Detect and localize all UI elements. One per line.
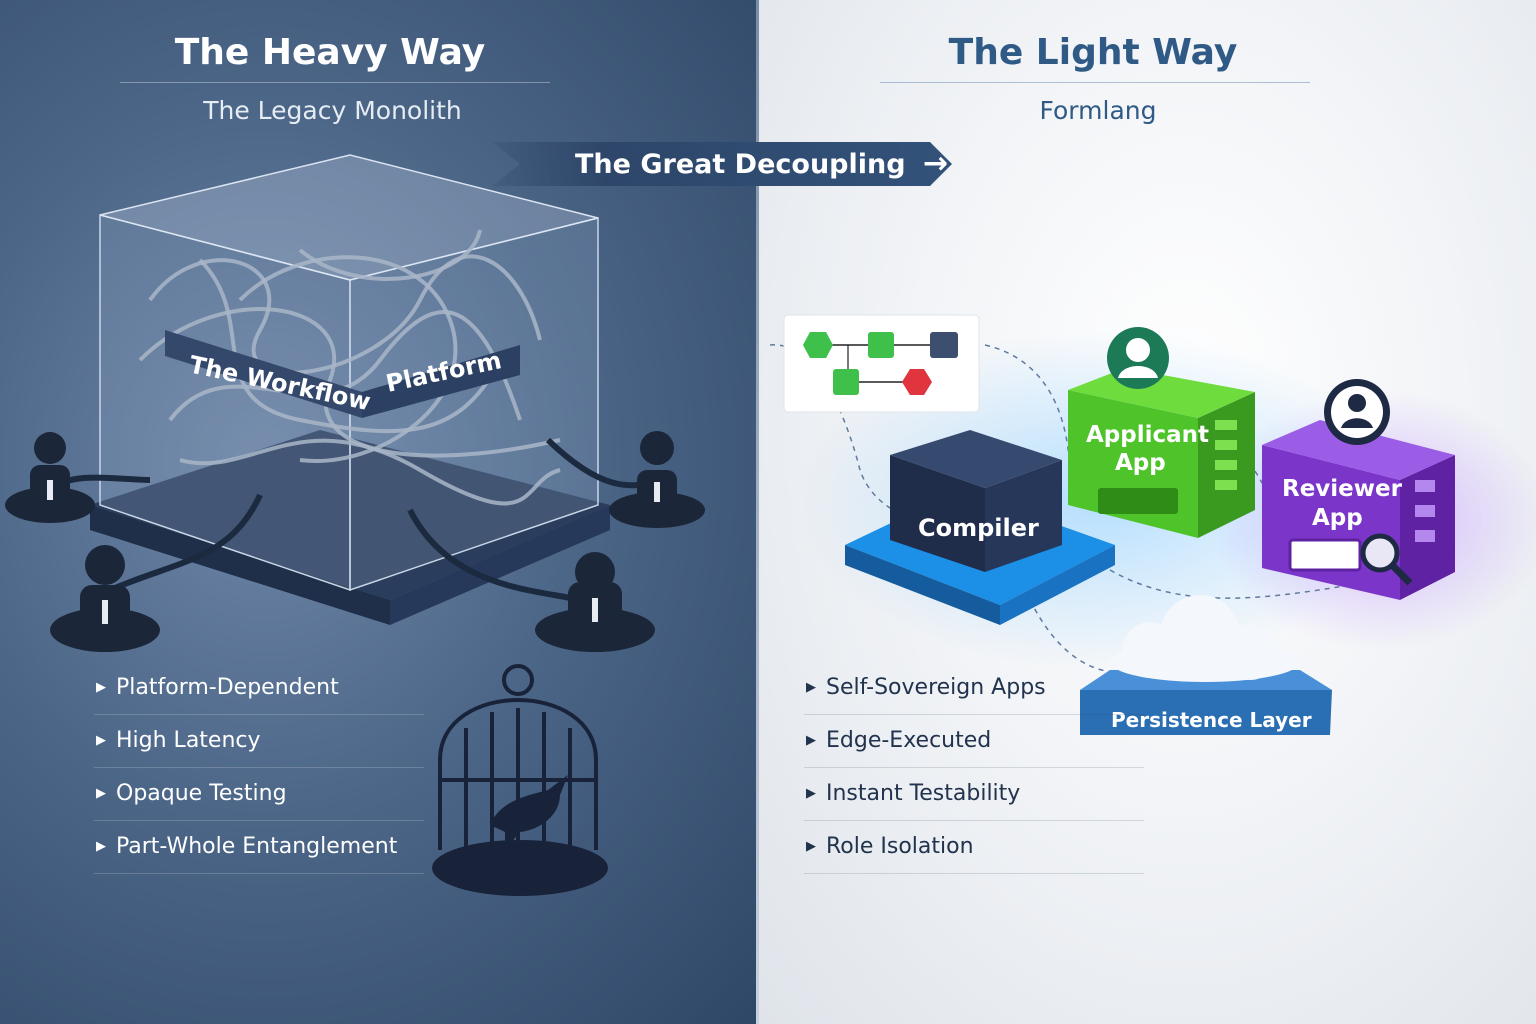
bullet-triangle-icon: ▶ [96,786,106,801]
bullet-triangle-icon: ▶ [806,680,816,695]
compiler-label: Compiler [918,514,1039,542]
reviewer-label-line2: App [1312,505,1363,531]
person-icon [1107,327,1169,389]
light-bullet: ▶Edge-Executed [804,715,1144,768]
bullet-triangle-icon: ▶ [806,839,816,854]
applicant-label-line1: Applicant [1086,422,1209,448]
heavy-bullet: ▶High Latency [94,715,424,768]
monolith-cube [90,154,610,625]
coupling-cables [49,437,661,603]
reviewer-label-line1: Reviewer [1282,476,1403,502]
reviewer-person-icon [1324,379,1390,445]
heavy-bullet: ▶Opaque Testing [94,768,424,821]
great-decoupling-label: The Great Decoupling → [575,146,948,181]
light-way-title: The Light Way [948,32,1238,73]
light-bullet: ▶Self-Sovereign Apps [804,662,1144,715]
great-decoupling-banner [492,142,952,186]
light-bullet: ▶Instant Testability [804,768,1144,821]
light-bullet: ▶Role Isolation [804,821,1144,874]
bullet-triangle-icon: ▶ [806,733,816,748]
flow-diagram-icon [783,314,980,413]
bullet-triangle-icon: ▶ [96,733,106,748]
magnifier-icon [1360,533,1413,586]
cage-icon [438,664,598,850]
arrow-right-icon: → [922,146,949,181]
bullet-triangle-icon: ▶ [96,680,106,695]
applicant-app-block: Applicant App [1068,368,1255,538]
heavy-way-title-rule [120,82,550,83]
light-way-title-rule [880,82,1310,83]
light-way-benefits: ▶Self-Sovereign Apps ▶Edge-Executed ▶Ins… [804,662,1144,874]
applicant-label-line2: App [1115,450,1166,476]
bullet-triangle-icon: ▶ [806,786,816,801]
compiler-block: Compiler [845,430,1115,625]
heavy-bullet: ▶Platform-Dependent [94,662,424,715]
cloud-icon [1110,595,1300,682]
tangled-wires [138,229,561,506]
coupled-users [5,431,705,652]
heavy-bullet: ▶Part-Whole Entanglement [94,821,424,874]
bird-icon [490,775,568,850]
light-way-subtitle: Formlang [1039,96,1157,125]
persistence-label: Persistence Layer [1111,708,1312,732]
cage-base [432,840,608,896]
panel-divider [756,0,759,1024]
reviewer-app-block: Reviewer App [1262,420,1455,600]
great-decoupling-text: The Great Decoupling [575,149,906,180]
heavy-way-subtitle: The Legacy Monolith [203,96,462,125]
heavy-way-drawbacks: ▶Platform-Dependent ▶High Latency ▶Opaqu… [94,662,424,874]
bullet-triangle-icon: ▶ [96,839,106,854]
heavy-way-title: The Heavy Way [174,32,486,73]
